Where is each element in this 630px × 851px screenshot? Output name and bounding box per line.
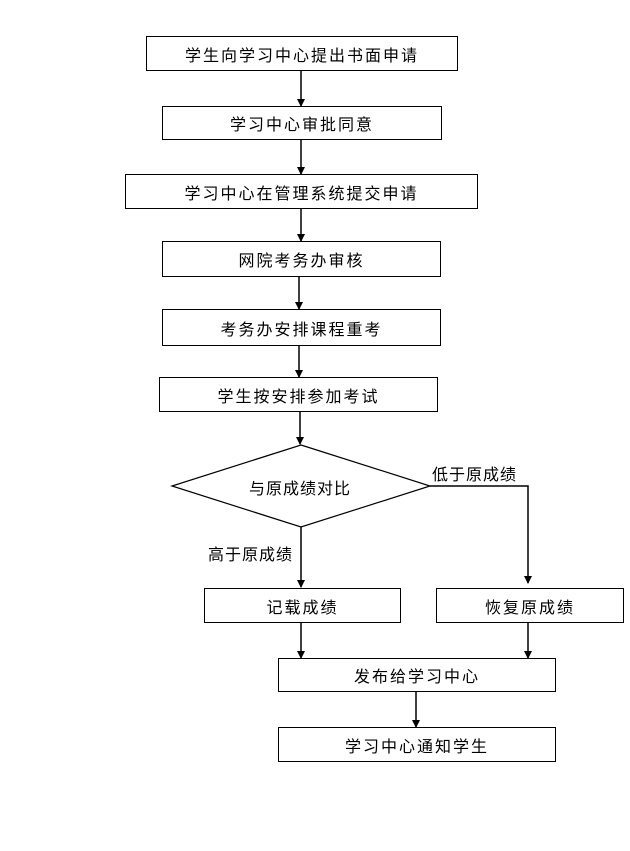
node-submit: 学习中心在管理系统提交申请 xyxy=(125,174,478,209)
node-publish: 发布给学习中心 xyxy=(278,658,556,692)
node-restore: 恢复原成绩 xyxy=(436,588,624,623)
edge-label-lower: 低于原成绩 xyxy=(432,465,518,484)
compare-decision-diamond xyxy=(170,444,432,528)
edge-label-higher: 高于原成绩 xyxy=(208,545,294,564)
node-take-exam: 学生按安排参加考试 xyxy=(159,377,438,412)
node-record: 记载成绩 xyxy=(204,588,401,623)
node-apply: 学生向学习中心提出书面申请 xyxy=(146,36,458,71)
node-compare-label: 与原成绩对比 xyxy=(249,479,352,498)
node-review: 网院考务办审核 xyxy=(162,241,441,277)
node-approve: 学习中心审批同意 xyxy=(162,106,442,140)
arrow-compare-to-restore xyxy=(430,485,532,584)
node-schedule: 考务办安排课程重考 xyxy=(162,309,441,346)
node-notify: 学习中心通知学生 xyxy=(278,727,556,762)
